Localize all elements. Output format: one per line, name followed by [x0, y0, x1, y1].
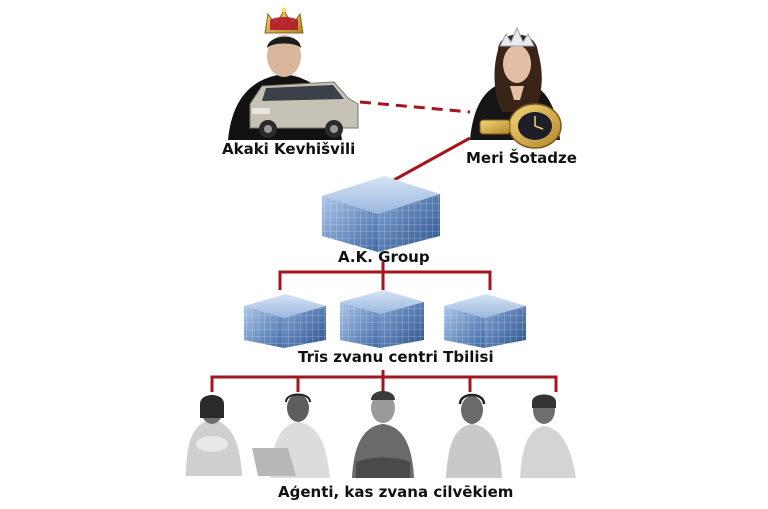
person-akaki — [228, 7, 359, 140]
call-center-building-3 — [444, 294, 526, 348]
owner-link — [393, 136, 471, 182]
agent-4 — [446, 393, 502, 478]
dashed-link — [359, 100, 471, 114]
person-meri — [470, 26, 562, 149]
agent-1 — [186, 395, 242, 476]
call-center-building-2 — [340, 290, 424, 348]
agent-2 — [252, 393, 330, 478]
agents-label: Aģenti, kas zvana cilvēkiem — [278, 483, 514, 501]
wristwatch-icon — [479, 103, 562, 149]
agent-3 — [352, 391, 414, 478]
tiara-icon — [499, 26, 535, 47]
connector-lines — [210, 100, 558, 392]
ak-group-building — [322, 176, 440, 252]
group-to-centers — [278, 270, 492, 290]
name-meri: Meri Šotadze — [466, 149, 577, 167]
call-center-building-1 — [244, 294, 326, 348]
company-label: A.K. Group — [338, 248, 430, 266]
agent-5 — [520, 394, 576, 478]
call-centers-label: Trīs zvanu centri Tbilisi — [298, 348, 494, 366]
suv-car-icon — [249, 81, 359, 138]
king-crown-icon — [264, 7, 304, 34]
name-akaki: Akaki Kevhišvili — [222, 140, 356, 158]
